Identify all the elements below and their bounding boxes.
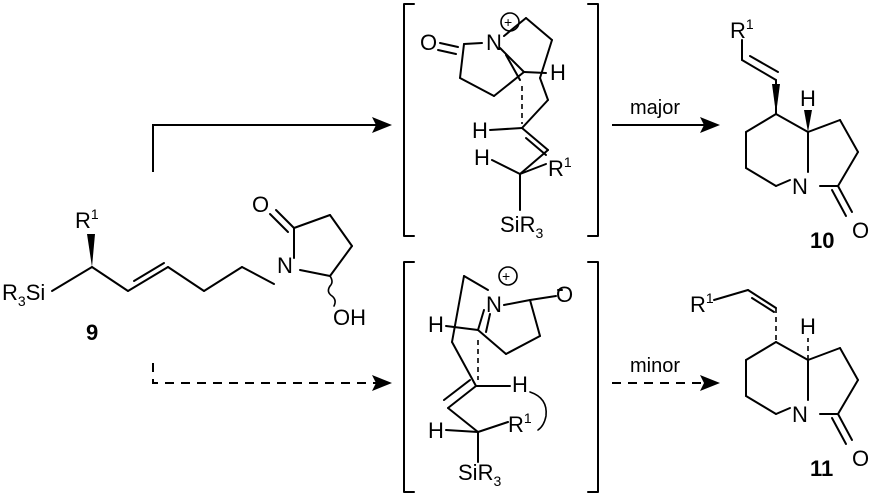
o-label-10: O bbox=[852, 218, 869, 243]
o-label-int-major: O bbox=[420, 30, 437, 55]
o-label-int-minor: O bbox=[556, 282, 573, 307]
n-label-11: N bbox=[792, 402, 808, 427]
n-label-int-major: N bbox=[486, 30, 502, 55]
r1-label-9: R1 bbox=[75, 206, 99, 233]
intermediate-major: O N + H H H R1 SiR3 bbox=[420, 12, 572, 241]
compound-9: R3Si R1 N O OH 9 bbox=[2, 192, 366, 345]
r1-label-11: R1 bbox=[690, 290, 714, 317]
label-major: major bbox=[630, 97, 680, 119]
svg-text:+: + bbox=[502, 268, 510, 284]
arrows-to-products: major minor bbox=[612, 97, 720, 391]
arrow-to-minor-intermediate bbox=[152, 363, 378, 384]
svg-text:+: + bbox=[504, 14, 512, 30]
r1-label-10: R1 bbox=[730, 16, 754, 43]
h-label-11: H bbox=[800, 314, 816, 339]
h-label-10: H bbox=[800, 86, 816, 111]
compound-10: R1 N O H 10 bbox=[730, 16, 869, 253]
bracket-bottom-left bbox=[403, 261, 415, 493]
bracket-top-left bbox=[403, 3, 415, 237]
h-label-int-major-1: H bbox=[550, 60, 566, 85]
n-label-10: N bbox=[792, 174, 808, 199]
arrow-to-major-intermediate bbox=[152, 124, 378, 172]
h-label-int-major-2: H bbox=[472, 118, 488, 143]
bracket-top-right bbox=[587, 3, 599, 237]
n-label-9: N bbox=[277, 253, 293, 278]
r1-label-int-major: R1 bbox=[548, 154, 572, 181]
compound-label-11: 11 bbox=[810, 456, 833, 481]
silyl-label-int-major: SiR3 bbox=[500, 212, 543, 241]
arrowhead-to-10 bbox=[700, 117, 720, 133]
h-label-int-minor-3: H bbox=[428, 418, 444, 443]
hydroxyl-label-9: OH bbox=[333, 305, 366, 330]
brackets bbox=[403, 3, 599, 493]
h-label-int-minor-2: H bbox=[512, 372, 528, 397]
silyl-label-int-minor: SiR3 bbox=[458, 460, 501, 489]
r1-label-int-minor: R1 bbox=[508, 410, 532, 437]
o-carbonyl-label-9: O bbox=[252, 192, 269, 217]
silyl-si-label-9: R3Si bbox=[2, 280, 45, 309]
steric-clash-arc bbox=[529, 391, 547, 431]
n-label-int-minor: N bbox=[486, 292, 502, 317]
o-label-11: O bbox=[852, 446, 869, 471]
label-minor: minor bbox=[630, 355, 680, 377]
intermediate-minor: N + O H H H R1 SiR3 bbox=[428, 266, 573, 489]
compound-label-10: 10 bbox=[810, 228, 834, 253]
h-label-int-major-3: H bbox=[474, 145, 490, 170]
h-label-int-minor-1: H bbox=[428, 312, 444, 337]
arrowhead-to-11 bbox=[700, 375, 720, 391]
compound-label-9: 9 bbox=[86, 320, 98, 345]
arrows-from-9 bbox=[152, 117, 392, 391]
bracket-bottom-right bbox=[587, 261, 599, 493]
compound-11: R1 N O H 11 bbox=[690, 289, 869, 481]
arrowhead-major bbox=[372, 117, 392, 133]
arrowhead-minor bbox=[372, 375, 392, 391]
cation-charge-minor bbox=[498, 266, 518, 286]
